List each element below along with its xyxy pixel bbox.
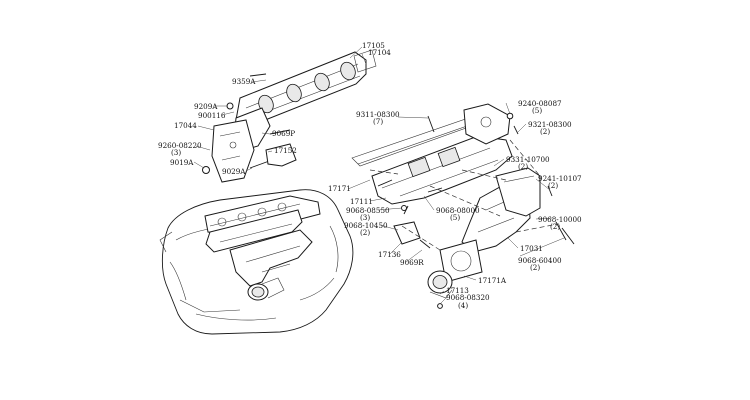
leader-lines [193, 46, 565, 305]
label-9311-08300-qty: (7) [373, 117, 383, 126]
engine-block [159, 189, 354, 335]
label-17031: 17031 [520, 244, 543, 253]
label-9359A: 9359A [232, 77, 256, 86]
label-9029A: 9029A [222, 167, 246, 176]
label-9321-08300-qty: (2) [540, 127, 550, 136]
label-9019A: 9019A [170, 158, 194, 167]
label-17104: 17104 [368, 48, 391, 57]
label-9241-10107-qty: (2) [548, 181, 558, 190]
label-9311-08300: 9311-08300 [356, 110, 400, 119]
label-17111: 17111 [350, 197, 373, 206]
label-9068-10000: 9068-10000 [538, 215, 582, 224]
label-9068-60400-qty: (2) [530, 263, 540, 272]
label-9068-08320-qty: (4) [458, 301, 468, 310]
label-9068-10450: 9068-10450 [344, 221, 388, 230]
part-labels: 17105 17104 9359A 9209A 900116 17044 906… [158, 41, 582, 310]
label-9260-08220: 9260-08220 [158, 141, 202, 150]
label-900116: 900116 [198, 111, 226, 120]
intake-manifold-assembly [351, 103, 575, 309]
label-9068-10450-qty: (2) [360, 228, 370, 237]
label-17105: 17105 [362, 41, 385, 50]
label-9068-60400: 9068-60400 [518, 256, 562, 265]
label-9068-08550: 9068-08550 [346, 206, 390, 215]
label-9241-10107: 9241-10107 [538, 174, 582, 183]
label-17152: 17152 [274, 146, 297, 155]
label-17171: 17171 [328, 184, 351, 193]
label-9331-10700-qty: (2) [518, 162, 528, 171]
label-9321-08300: 9321-08300 [528, 120, 572, 129]
label-9240-08087: 9240-08087 [518, 99, 562, 108]
label-9260-08220-qty: (3) [171, 148, 181, 157]
exhaust-manifold-assembly [202, 49, 377, 183]
label-9068-08000: 9068-08000 [436, 206, 480, 215]
label-17136: 17136 [378, 250, 401, 259]
label-17113: 17113 [446, 286, 469, 295]
label-9240-08087-qty: (5) [532, 106, 542, 115]
alignment-lines [369, 139, 559, 251]
label-9069P: 9069P [272, 129, 295, 138]
label-9069R: 9069R [400, 258, 424, 267]
label-17171A: 17171A [478, 276, 507, 285]
label-17044: 17044 [174, 121, 197, 130]
label-9331-10700: 9331-10700 [506, 155, 550, 164]
label-9068-08000-qty: (5) [450, 213, 460, 222]
label-9068-08550-qty: (3) [360, 213, 370, 222]
label-9068-10000-qty: (2) [550, 222, 560, 231]
label-9209A: 9209A [194, 102, 218, 111]
label-9068-08320: 9068-08320 [446, 293, 490, 302]
